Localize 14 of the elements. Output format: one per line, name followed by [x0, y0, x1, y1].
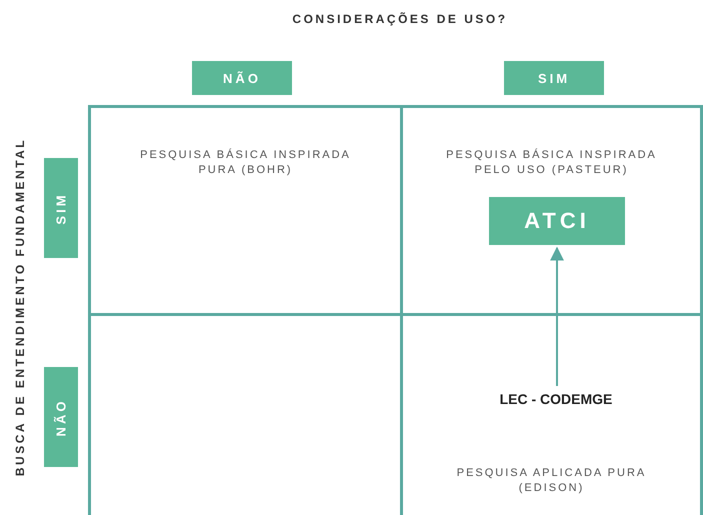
quadrant-box	[88, 105, 403, 316]
highlight-box: ATCI	[489, 197, 625, 245]
quadrant-caption: PESQUISA BÁSICA INSPIRADA PELO USO (PASTEUR)	[445, 148, 658, 178]
title: CONSIDERAÇÕES DE USO?	[291, 12, 509, 26]
row-header: NÃO	[44, 367, 78, 467]
quadrant-caption: PESQUISA BÁSICA INSPIRADA PURA (BOHR)	[139, 148, 352, 178]
quadrant-box	[400, 105, 703, 316]
row-header: SIM	[44, 158, 78, 258]
column-header: NÃO	[192, 61, 292, 95]
arrow	[550, 246, 564, 386]
node-label: LEC - CODEMGE	[483, 388, 629, 410]
axis-label: BUSCA DE ENTENDIMENTO FUNDAMENTAL	[13, 137, 27, 477]
quadrant-caption: PESQUISA APLICADA PURA (EDISON)	[456, 466, 648, 496]
column-header: SIM	[504, 61, 604, 95]
